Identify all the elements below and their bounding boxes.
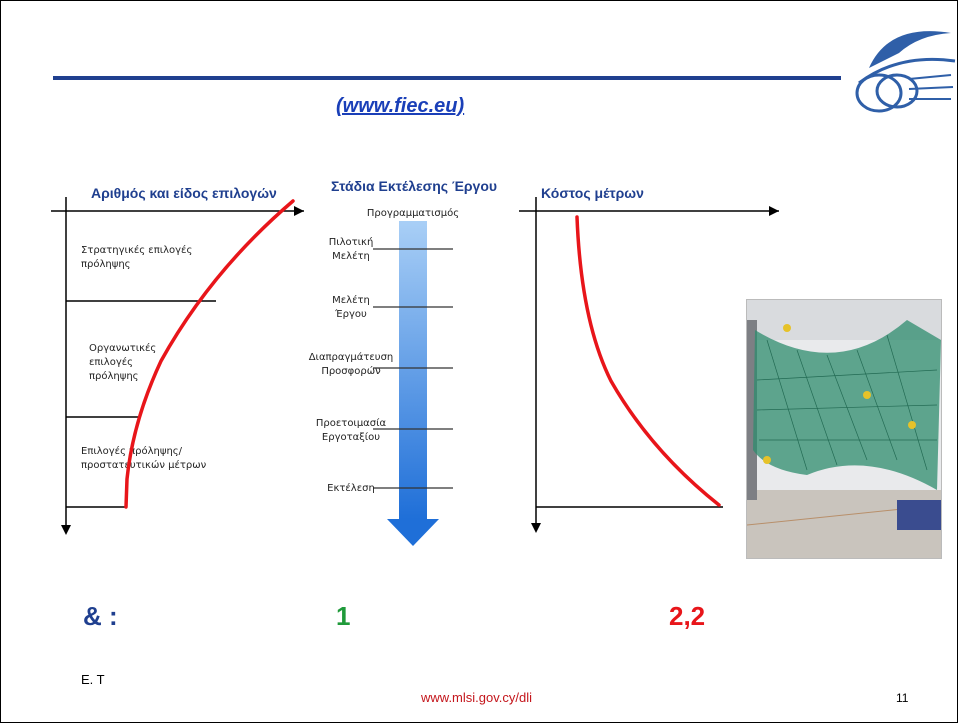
safety-net-photo: [746, 299, 942, 559]
stage-6-line-1: Εκτέλεση: [327, 482, 375, 494]
header-rule: [53, 76, 841, 80]
stage-5-line-1: Προετοιμασία: [316, 417, 387, 429]
cost-ratio-value-2: 2,2: [669, 601, 706, 631]
stage-3-line-1: Μελέτη: [332, 294, 370, 306]
left-panel-axes: [51, 197, 304, 535]
stage-1-line-1: Προγραμματισμός: [367, 207, 459, 219]
stage-5-line-2: Εργοταξίου: [322, 431, 380, 443]
right-panel-title: Κόστος μέτρων: [541, 185, 644, 201]
stage-3-line-2: Έργου: [334, 308, 367, 320]
footer-url[interactable]: www.mlsi.gov.cy/dli: [421, 690, 533, 705]
right-panel-axes: [519, 197, 779, 533]
left-level-2-line-2: επιλογές: [89, 356, 133, 368]
left-level-1: Στρατηγικές επιλογές πρόληψης: [81, 244, 192, 270]
left-level-3: Επιλογές πρόληψης/ προστατευτικών μέτρων: [81, 445, 207, 471]
ministry-logo-icon: [839, 13, 957, 123]
cost-ratio-value-1: 1: [336, 601, 351, 631]
left-level-2-line-3: πρόληψης: [89, 370, 139, 382]
left-level-2: Οργανωτικές επιλογές πρόληψης: [89, 342, 156, 382]
footer-left-text: Ε. Τ: [81, 672, 105, 687]
left-level-3-line-2: προστατευτικών μέτρων: [81, 459, 207, 471]
cost-ratio-prefix: & :: [83, 601, 118, 631]
stages-arrow: [387, 221, 439, 546]
page-number: 11: [896, 691, 909, 705]
left-level-1-line-2: πρόληψης: [81, 258, 131, 270]
source-link[interactable]: (www.fiec.eu): [336, 95, 465, 117]
stage-2-line-2: Μελέτη: [332, 250, 370, 262]
left-panel-title: Αριθμός και είδος επιλογών: [91, 185, 277, 201]
left-level-2-line-1: Οργανωτικές: [89, 342, 156, 354]
stage-ticks: [373, 248, 453, 489]
options-curve: [124, 199, 295, 509]
stage-4-line-1: Διαπραγμάτευση: [309, 351, 394, 363]
stage-2-line-1: Πιλοτική: [329, 236, 374, 248]
middle-panel-title: Στάδια Εκτέλεσης Έργου: [331, 178, 498, 194]
cost-curve: [575, 215, 721, 507]
left-level-1-line-1: Στρατηγικές επιλογές: [81, 244, 192, 256]
stage-4-line-2: Προσφορών: [321, 365, 381, 377]
